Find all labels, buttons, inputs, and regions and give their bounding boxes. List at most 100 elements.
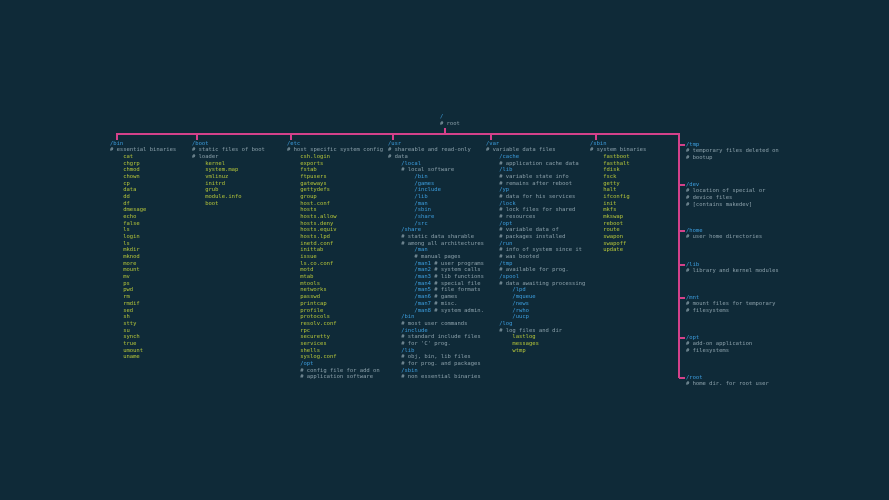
file-name: protocols xyxy=(300,314,330,321)
directory-name: /man xyxy=(414,200,428,207)
side-directory-name: /dev xyxy=(686,181,700,188)
tree-line-boot: # loader xyxy=(192,154,219,161)
side-directory-comment: # home dir. for root user xyxy=(686,381,769,388)
tree-line-sbin: route xyxy=(603,227,620,234)
directory-name: /src xyxy=(414,220,428,227)
comment: # remains after reboot xyxy=(499,180,573,187)
side-directory-comment: # location of special or xyxy=(686,188,766,195)
file-name: ls.co.conf xyxy=(300,260,334,267)
comment: # local software xyxy=(401,167,455,174)
file-name: umount xyxy=(123,347,144,354)
directory-name: /lock xyxy=(499,200,516,207)
file-name: halt xyxy=(603,187,617,194)
file-name: printcap xyxy=(300,300,327,307)
directory-name: /usr xyxy=(388,140,402,147)
tree-line-usr: /man6 # games xyxy=(414,294,457,301)
side-directory-comment: # add-on application xyxy=(686,341,753,348)
directory-name: /lib xyxy=(401,347,415,354)
comment: # lib functions xyxy=(430,274,484,281)
tree-line-etc: ftpusers xyxy=(300,174,327,181)
tree-line-usr: # data xyxy=(388,154,408,161)
comment: # essential binaries xyxy=(110,147,177,154)
tree-line-bin: data xyxy=(123,187,136,194)
directory-name: /include xyxy=(401,327,428,334)
file-name: dmesage xyxy=(123,207,147,214)
tree-line-usr: /man xyxy=(414,247,427,254)
file-name: shells xyxy=(300,347,321,354)
tree-line-var: # lock files for shared xyxy=(499,207,575,214)
tree-line-etc: inittab xyxy=(300,247,323,254)
tree-line-bin: stty xyxy=(123,321,136,328)
file-name: mkfs xyxy=(603,207,617,214)
tree-line-usr: # manual pages xyxy=(414,254,460,261)
file-name: mknod xyxy=(123,254,140,261)
tree-line-boot: system.map xyxy=(205,167,238,174)
tree-line-etc: mtab xyxy=(300,274,313,281)
file-name: motd xyxy=(300,267,314,274)
file-name: lastlog xyxy=(512,334,536,341)
tree-line-bin: uname xyxy=(123,354,140,361)
tree-line-bin: login xyxy=(123,234,140,241)
file-name: resolv.conf xyxy=(300,320,337,327)
tree-line-etc: exports xyxy=(300,161,323,168)
side-directory-comment: # [contains makedev] xyxy=(686,201,753,208)
tree-line-sbin: fdisk xyxy=(603,167,620,174)
file-name: mount xyxy=(123,267,140,274)
directory-name: /bin xyxy=(110,140,124,147)
directory-name: /var xyxy=(486,140,500,147)
tree-line-etc: /opt xyxy=(300,361,313,368)
tree-line-etc: group xyxy=(300,194,317,201)
tree-line-bin: true xyxy=(123,341,136,348)
comment: # loader xyxy=(192,153,219,160)
tree-line-usr: /usr xyxy=(388,141,401,148)
file-name: chown xyxy=(123,173,140,180)
directory-name: /log xyxy=(499,320,513,327)
side-directory-comment: # filesystems xyxy=(686,347,730,354)
directory-name: /lib xyxy=(414,193,428,200)
directory-name: /cache xyxy=(499,153,520,160)
tree-line-sbin: fastboot xyxy=(603,154,630,161)
file-name: syslog.conf xyxy=(300,354,337,361)
tree-line-usr: # obj, bin, lib files xyxy=(401,354,471,361)
tree-line-usr: # for 'C' prog. xyxy=(401,341,451,348)
file-name: swapoff xyxy=(603,240,627,247)
file-name: fdisk xyxy=(603,167,620,174)
tree-line-bin: false xyxy=(123,221,140,228)
directory-name: /man6 xyxy=(414,294,431,301)
tree-line-etc: # host specific system config xyxy=(287,147,383,154)
tree-line-var: # variable data files xyxy=(486,147,556,154)
tree-line-etc: ls.co.conf xyxy=(300,261,333,268)
tree-line-etc: hosts xyxy=(300,207,317,214)
tree-line-usr: /sbin xyxy=(401,368,418,375)
comment: # variable data of xyxy=(499,227,559,234)
directory-name: /rwho xyxy=(512,307,529,314)
tree-line-var: /log xyxy=(499,321,512,328)
side-directory-comment: # device files xyxy=(686,194,733,201)
tree-line-boot: /boot xyxy=(192,141,209,148)
tree-line-usr: /include xyxy=(401,328,428,335)
tree-line-usr: # non essential binaries xyxy=(401,374,480,381)
file-name: uname xyxy=(123,354,140,361)
comment: # was booted xyxy=(499,254,539,261)
side-directory-name: /lib xyxy=(686,261,700,268)
file-name: dd xyxy=(123,193,130,200)
tree-line-sbin: getty xyxy=(603,181,620,188)
file-name: passwd xyxy=(300,294,321,301)
tree-line-usr: /src xyxy=(414,221,427,228)
tree-line-etc: resolv.conf xyxy=(300,321,336,328)
tree-line-usr: /include xyxy=(414,187,441,194)
comment: # static data sharable xyxy=(401,234,475,241)
directory-name: /news xyxy=(512,300,529,307)
tree-line-var: /lpd xyxy=(512,287,525,294)
directory-name: /sbin xyxy=(590,140,607,147)
tree-line-bin: ps xyxy=(123,281,130,288)
file-name: swapon xyxy=(603,234,624,241)
file-name: issue xyxy=(300,254,317,261)
file-name: df xyxy=(123,200,130,207)
tree-line-sbin: # system binaries xyxy=(590,147,646,154)
comment: # manual pages xyxy=(414,254,461,261)
tree-line-sbin: halt xyxy=(603,187,616,194)
file-name: inetd.conf xyxy=(300,240,334,247)
tree-line-bin: echo xyxy=(123,214,136,221)
directory-name: /tmp xyxy=(499,260,513,267)
